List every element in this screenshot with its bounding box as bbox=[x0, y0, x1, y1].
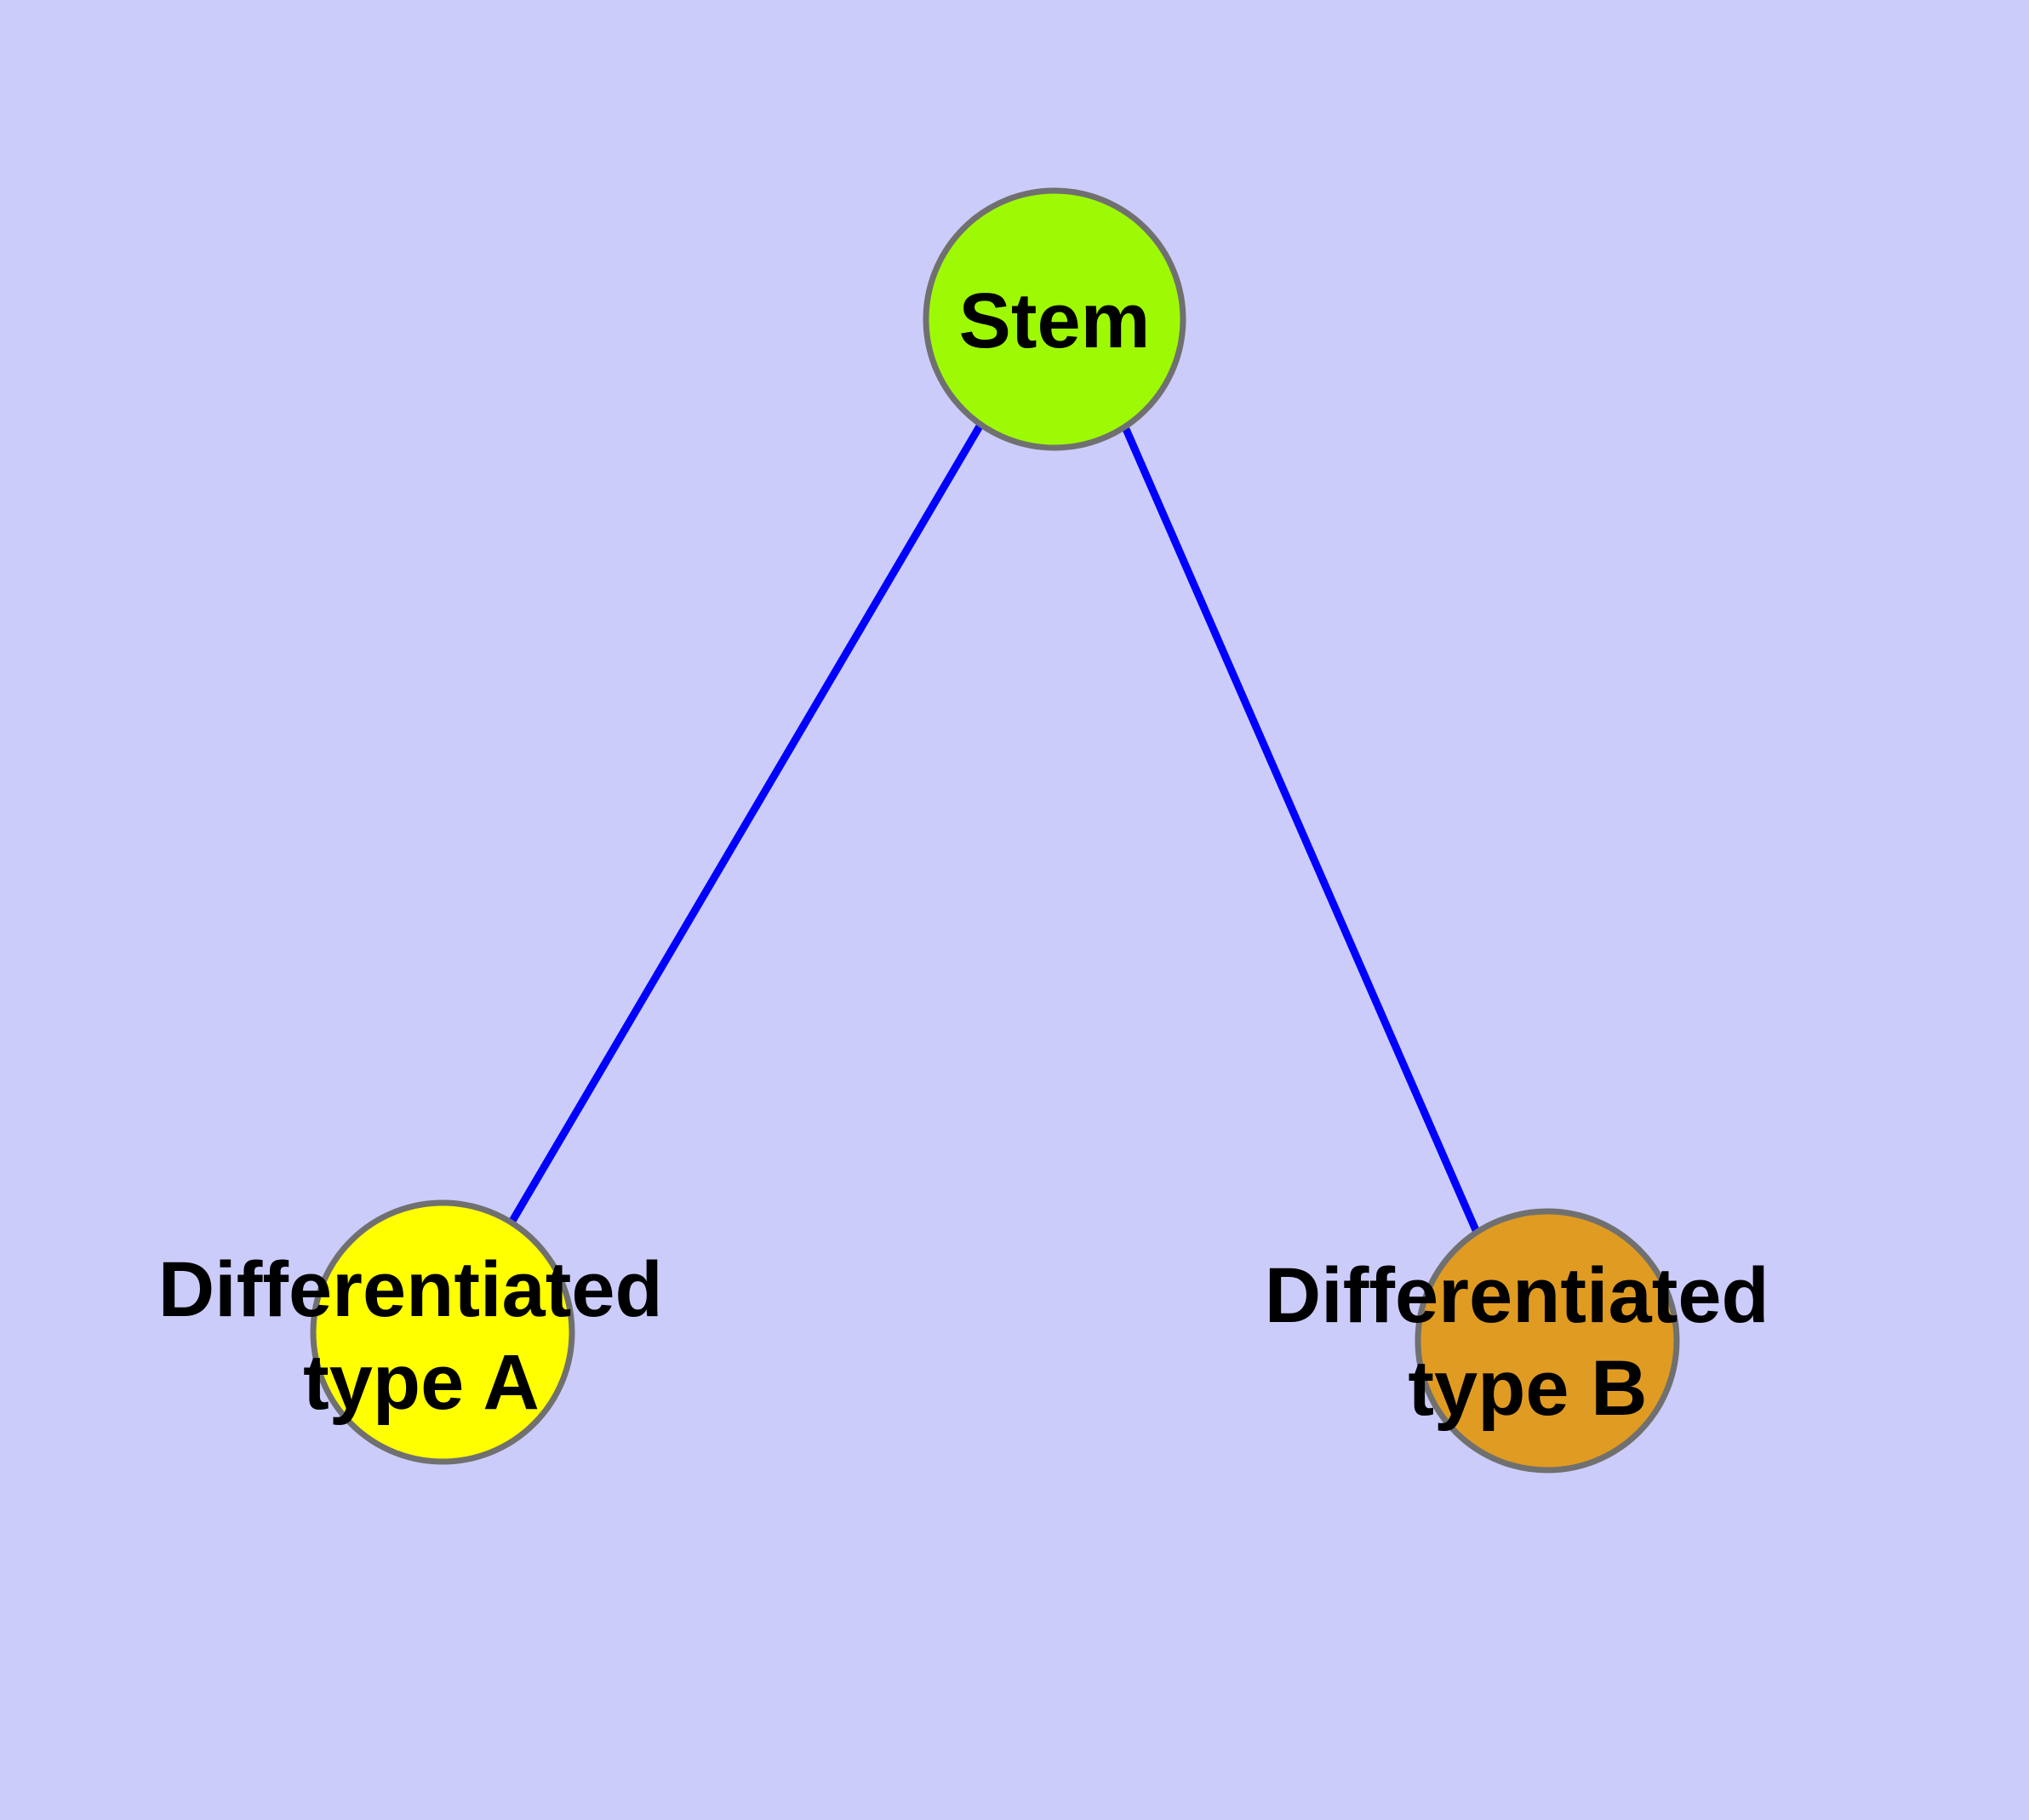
node-differentiated-type-b-label-line-1: Differentiated bbox=[1265, 1252, 1769, 1339]
node-differentiated-type-b-label: Differentiated type B bbox=[1265, 1252, 1792, 1432]
node-stem[interactable] bbox=[923, 187, 1186, 451]
node-stem-label-line-1: Stem bbox=[959, 278, 1151, 364]
node-differentiated-type-b-label-line-2: type B bbox=[1408, 1345, 1647, 1432]
node-differentiated-type-a-label-line-1: Differentiated bbox=[158, 1246, 663, 1333]
edge-stem-to-differentiated-type-b bbox=[1122, 427, 1483, 1238]
node-layer bbox=[310, 187, 1680, 1474]
node-stem-label: Stem bbox=[959, 278, 1151, 364]
node-differentiated-type-a-circle[interactable] bbox=[310, 1199, 575, 1465]
node-differentiated-type-b[interactable] bbox=[1415, 1208, 1680, 1474]
node-differentiated-type-a-label: Differentiated type A bbox=[158, 1246, 685, 1426]
label-layer: Stem Differentiated type A Differentiate… bbox=[158, 278, 1792, 1432]
node-differentiated-type-a-label-line-2: type A bbox=[303, 1339, 540, 1426]
edge-stem-to-differentiated-type-a bbox=[508, 422, 984, 1225]
node-differentiated-type-a[interactable] bbox=[310, 1199, 575, 1465]
node-stem-circle[interactable] bbox=[923, 187, 1186, 451]
node-differentiated-type-b-circle[interactable] bbox=[1415, 1208, 1680, 1474]
edge-layer bbox=[508, 422, 1483, 1238]
